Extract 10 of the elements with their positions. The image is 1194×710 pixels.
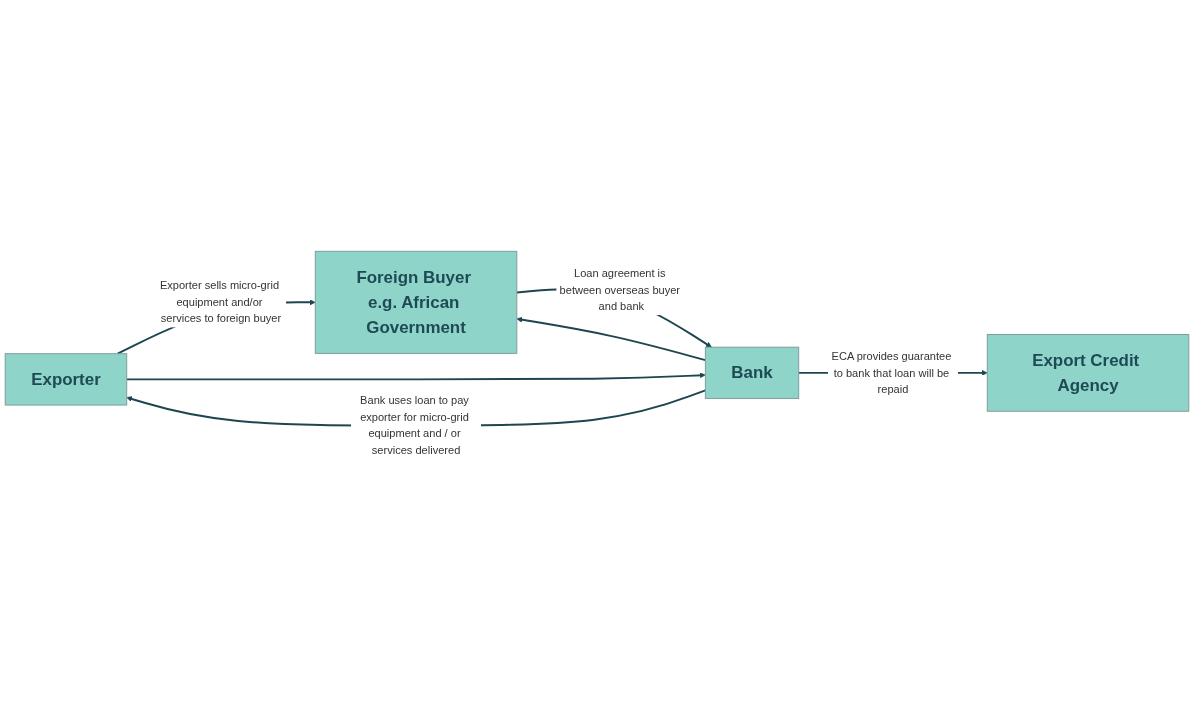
edge-label: Exporter sells micro-grid equipment and/or services to foreign buyer <box>159 279 282 325</box>
node-box: Export Credit Agency <box>986 334 1190 412</box>
node-box: Foreign Buyer e.g. African Government <box>314 250 518 354</box>
edge-label: ECA provides guarantee to bank that loan will be repaid <box>831 349 952 396</box>
arrow <box>516 316 707 362</box>
node-box: Exporter <box>4 353 128 406</box>
edge-label: Bank uses loan to pay exporter for micro-grid equipment and / or services delivered <box>360 394 469 457</box>
edge-label: Loan agreement is between overseas buyer and bank <box>559 267 681 313</box>
arrow <box>125 372 706 381</box>
node-box: Bank <box>704 346 800 400</box>
